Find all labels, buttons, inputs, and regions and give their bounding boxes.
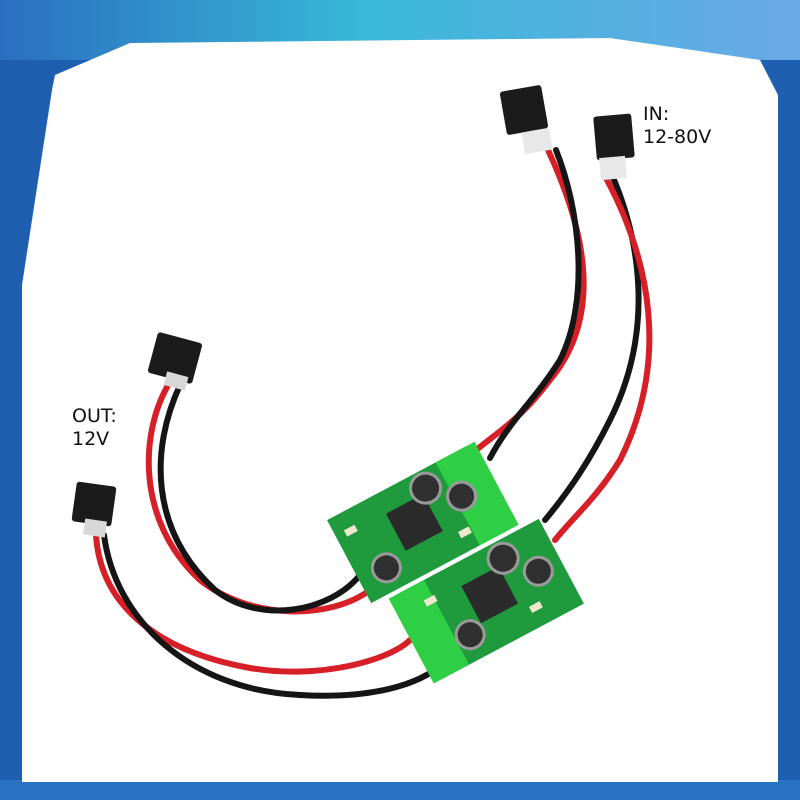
connector-icon: [148, 332, 202, 391]
output-voltage-label: OUT: 12V: [72, 405, 117, 451]
connector-icon: [593, 113, 635, 181]
input-label-value: 12-80V: [643, 126, 712, 148]
converter-board-1: [327, 441, 519, 604]
capacitor-icon: [370, 552, 402, 584]
inductor-icon: [385, 494, 443, 551]
output-label-title: OUT:: [72, 405, 117, 427]
frame-bottom-band: [0, 780, 800, 800]
connector-icon: [499, 85, 553, 155]
input-wires: [467, 147, 653, 543]
converter-board-2: [388, 518, 584, 684]
input-voltage-label: IN: 12-80V: [643, 103, 711, 149]
inductor-icon: [461, 566, 519, 624]
connector-icon: [71, 481, 117, 538]
capacitor-icon: [454, 619, 486, 651]
output-wire-red-a: [145, 379, 373, 615]
input-wire-black-a: [487, 147, 582, 461]
output-wires: [93, 379, 448, 699]
input-label-title: IN:: [643, 103, 670, 125]
output-label-value: 12V: [72, 428, 110, 450]
capacitor-icon: [486, 541, 520, 575]
capacitor-icon: [409, 471, 443, 505]
input-wire-red-b: [552, 175, 653, 543]
photo-background: [22, 38, 778, 782]
capacitor-icon: [522, 555, 554, 587]
output-wire-black-b: [101, 532, 448, 699]
capacitor-icon: [446, 480, 478, 512]
output-wire-red-b: [93, 532, 413, 675]
output-wire-black-a: [157, 382, 363, 614]
